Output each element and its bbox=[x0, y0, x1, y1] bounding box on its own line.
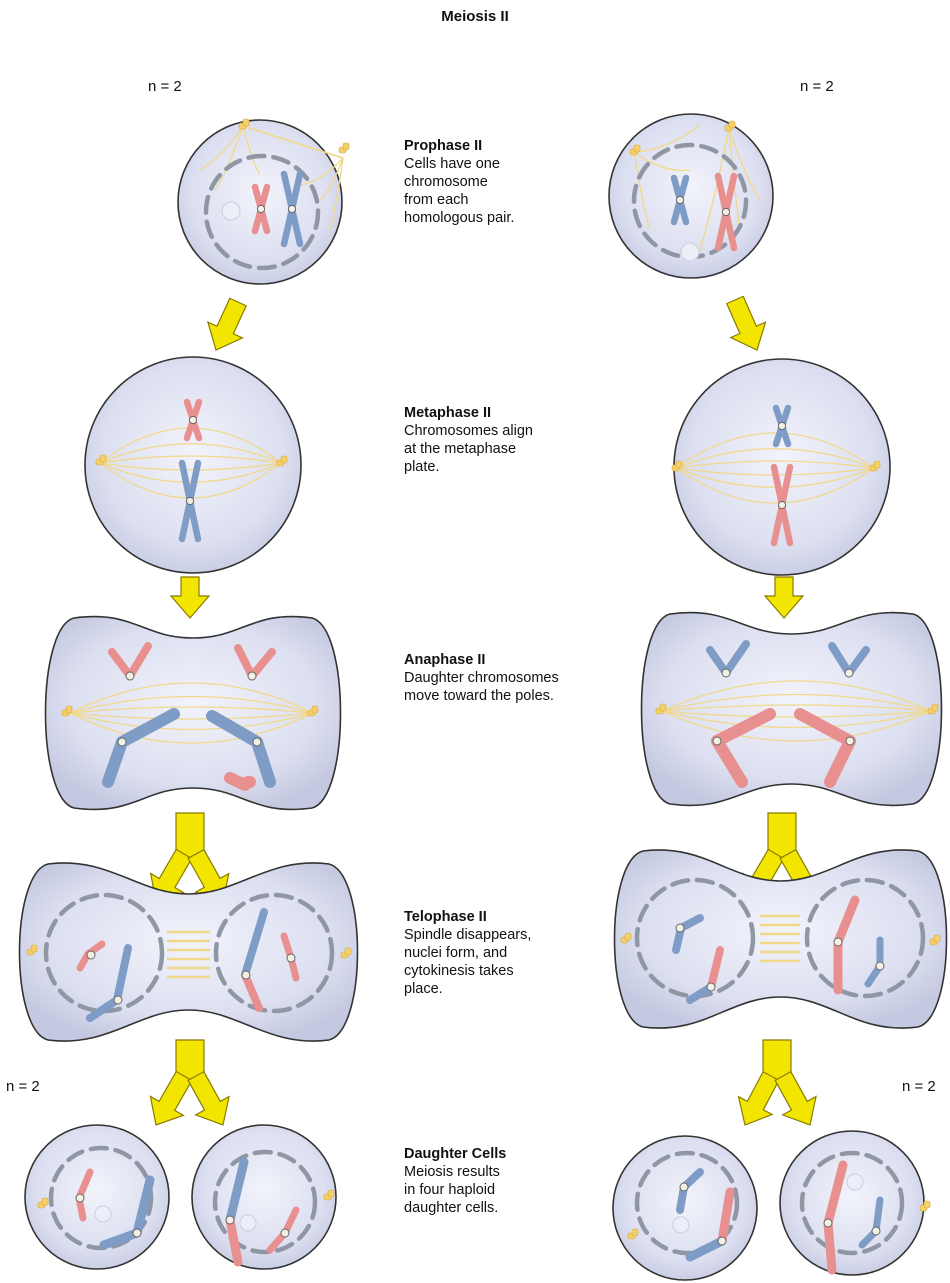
centriole bbox=[625, 933, 631, 940]
centriole bbox=[312, 706, 318, 713]
centromere bbox=[118, 738, 126, 746]
centromere bbox=[189, 416, 196, 423]
centriole bbox=[932, 704, 938, 711]
centromere bbox=[676, 924, 684, 932]
centromere bbox=[872, 1227, 880, 1235]
centromere bbox=[722, 669, 730, 677]
cell-membrane bbox=[674, 359, 890, 575]
centromere bbox=[834, 938, 842, 946]
nucleolus bbox=[222, 202, 240, 220]
centromere bbox=[680, 1183, 688, 1191]
centriole bbox=[243, 119, 249, 126]
centriole bbox=[874, 461, 880, 468]
arrow-icon bbox=[718, 292, 775, 357]
cell-membrane bbox=[46, 617, 341, 810]
centromere bbox=[226, 1216, 234, 1224]
arrow-down-icon bbox=[765, 577, 803, 618]
nucleolus bbox=[95, 1206, 111, 1222]
centromere bbox=[126, 672, 134, 680]
centriole bbox=[924, 1201, 930, 1208]
centromere bbox=[845, 669, 853, 677]
centromere bbox=[257, 205, 264, 212]
nucleolus bbox=[847, 1174, 863, 1190]
centromere bbox=[778, 422, 785, 429]
nucleolus bbox=[673, 1217, 689, 1233]
centromere bbox=[288, 205, 295, 212]
chromatid bbox=[828, 1223, 832, 1270]
centriole bbox=[42, 1198, 48, 1205]
centriole bbox=[632, 1229, 638, 1236]
cell-membrane bbox=[20, 863, 358, 1041]
centromere bbox=[722, 208, 729, 215]
nucleolus bbox=[681, 243, 699, 261]
centriole bbox=[660, 704, 666, 711]
centriole bbox=[100, 455, 106, 462]
centriole bbox=[66, 706, 72, 713]
chromatid bbox=[876, 1200, 880, 1231]
centromere bbox=[76, 1194, 84, 1202]
centriole bbox=[634, 145, 640, 152]
arrow-down-icon bbox=[171, 577, 209, 618]
nucleolus bbox=[240, 1215, 256, 1231]
centromere bbox=[718, 1237, 726, 1245]
centriole bbox=[281, 456, 287, 463]
centriole bbox=[345, 948, 351, 955]
centromere bbox=[824, 1219, 832, 1227]
centriole bbox=[676, 461, 682, 468]
arrow-shape bbox=[199, 294, 256, 358]
centriole bbox=[934, 935, 940, 942]
centromere bbox=[248, 672, 256, 680]
arrow-icon bbox=[199, 294, 256, 358]
centromere bbox=[186, 497, 193, 504]
centromere bbox=[707, 983, 715, 991]
centriole bbox=[343, 143, 349, 150]
centriole bbox=[31, 945, 37, 952]
centromere bbox=[87, 951, 95, 959]
centromere bbox=[253, 738, 261, 746]
centromere bbox=[713, 737, 721, 745]
centromere bbox=[242, 971, 250, 979]
centromere bbox=[287, 954, 295, 962]
centriole bbox=[729, 121, 735, 128]
cell-membrane bbox=[615, 850, 947, 1028]
centromere bbox=[281, 1229, 289, 1237]
centromere bbox=[846, 737, 854, 745]
arrow-shape bbox=[718, 292, 775, 357]
centriole bbox=[328, 1190, 334, 1197]
centromere bbox=[778, 501, 785, 508]
centromere bbox=[876, 962, 884, 970]
centromere bbox=[114, 996, 122, 1004]
centromere bbox=[133, 1229, 141, 1237]
centromere bbox=[676, 196, 683, 203]
